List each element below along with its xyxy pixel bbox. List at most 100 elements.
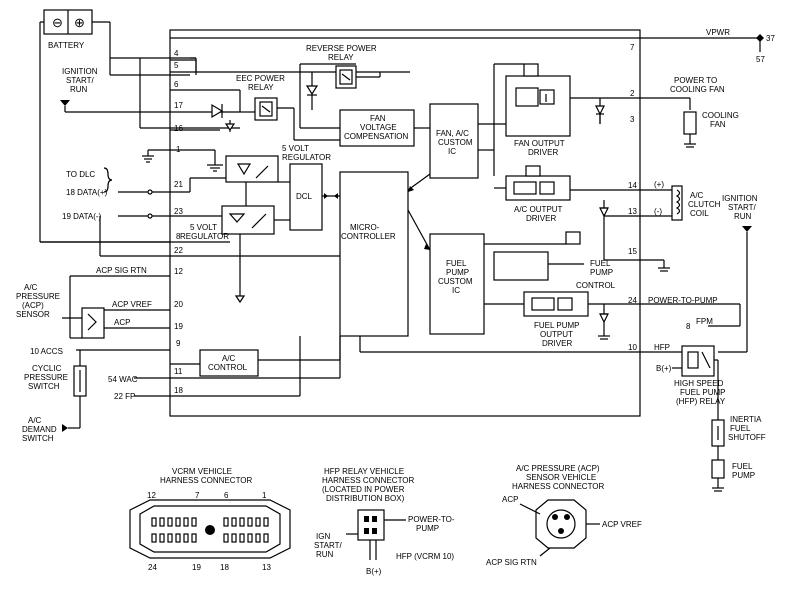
pin-4: 4 (174, 49, 179, 58)
hfpc-power-line1: POWER-TO- (408, 515, 455, 524)
acpc-acp-label: ACP (502, 495, 518, 504)
pin-11: 11 (174, 367, 183, 376)
battery: ⊖ ⊕ BATTERY (43, 9, 93, 50)
fp-control-line2: PUMP (590, 268, 613, 277)
fan-ic-line2: CUSTOM (438, 138, 473, 147)
ac-clutch-coil: A/C CLUTCH COIL (671, 185, 721, 221)
cooling-fan-line1: COOLING (702, 111, 739, 120)
fp-control-line3: CONTROL (576, 281, 616, 290)
acpc-title-line2: SENSOR VEHICLE (526, 473, 596, 482)
data-plus-label: 18 DATA(+) (66, 188, 108, 197)
acp-sensor-line2: PRESSURE (16, 292, 60, 301)
coil-minus: (-) (654, 207, 662, 216)
ground-symbol (142, 150, 154, 163)
hfpc-power-line2: PUMP (416, 524, 439, 533)
vcrm-pin-19: 19 (192, 563, 201, 572)
accs-label: 10 ACCS (30, 347, 63, 356)
hfp-relay-line1: HIGH SPEED (674, 379, 724, 388)
vcrm-pin-1: 1 (262, 491, 267, 500)
vcrm-pin-6: 6 (224, 491, 229, 500)
vcrm-title-line2: HARNESS CONNECTOR (160, 476, 253, 485)
fan-driver-line2: DRIVER (528, 148, 558, 157)
pin-5: 5 (174, 61, 179, 70)
ignition-left: IGNITION START/ RUN (60, 67, 98, 106)
acp-sensor: A/C PRESSURE (ACP) SENSOR (16, 283, 105, 339)
pin-15: 15 (628, 247, 637, 256)
fp-driver-line3: DRIVER (542, 339, 572, 348)
vcrm-pin-24: 24 (148, 563, 157, 572)
inertia-line2: FUEL (730, 424, 751, 433)
ignition-right: IGNITION START/ RUN (722, 194, 758, 232)
inertia-fuel-shutoff: INERTIA FUEL SHUTOFF (711, 415, 766, 447)
fan-ic-line1: FAN, A/C (436, 129, 469, 138)
pin-20: 20 (174, 300, 183, 309)
ac-driver-line2: DRIVER (526, 214, 556, 223)
pin-23: 23 (174, 207, 183, 216)
demand-line1: A/C (28, 416, 42, 425)
hfp-relay-line2: FUEL PUMP (680, 388, 726, 397)
hfpc-ign-line3: RUN (316, 550, 334, 559)
fan-ac-custom-ic: FAN, A/C CUSTOM IC (429, 103, 479, 179)
pin-16: 16 (174, 124, 183, 133)
hfp-relay-line3: (HFP) RELAY (676, 397, 726, 406)
fan-comp-line3: COMPENSATION (344, 132, 409, 141)
acpc-title-line3: HARNESS CONNECTOR (512, 482, 605, 491)
vcrm-title-line1: VCRM VEHICLE (172, 467, 232, 476)
cyclic-line3: SWITCH (28, 382, 60, 391)
hfpc-bplus-label: B(+) (366, 567, 382, 576)
coil-plus: (+) (654, 180, 664, 189)
eec-relay-line1: EEC POWER (236, 74, 285, 83)
acp-sensor-harness-connector: A/C PRESSURE (ACP) SENSOR VEHICLE HARNES… (486, 464, 642, 567)
fan-output-driver: FAN OUTPUT DRIVER (505, 75, 571, 157)
fuel-pump-line2: PUMP (732, 471, 755, 480)
reverse-relay-line2: RELAY (328, 53, 354, 62)
acpc-title-line1: A/C PRESSURE (ACP) (516, 464, 600, 473)
pin-10: 10 (628, 343, 637, 352)
pin-3: 3 (630, 115, 635, 124)
pin-8-right: 8 (686, 322, 691, 331)
fan-voltage-compensation: FAN VOLTAGE COMPENSATION (339, 109, 415, 147)
acp-sensor-line1: A/C (24, 283, 38, 292)
acp-sig-rtn-label: ACP SIG RTN (96, 266, 147, 275)
hfpc-title-line1: HFP RELAY VEHICLE (324, 467, 404, 476)
coil-line1: A/C (690, 191, 704, 200)
eec-power-relay: EEC POWER RELAY (236, 74, 285, 121)
pin-17: 17 (174, 101, 183, 110)
fp-control-line1: FUEL (590, 259, 611, 268)
ignition-left-line2: START/ (66, 76, 94, 85)
five-volt-regulator-bottom: 5 VOLT REGULATOR (180, 205, 275, 241)
fan-comp-line1: FAN (370, 114, 386, 123)
ac-control-line1: A/C (222, 354, 236, 363)
hfpc-ign-line1: IGN (316, 532, 330, 541)
acpc-vref-label: ACP VREF (602, 520, 642, 529)
vcrm-pin-13: 13 (262, 563, 271, 572)
ac-output-driver: A/C OUTPUT DRIVER (505, 175, 571, 223)
acp-vref-label: ACP VREF (112, 300, 152, 309)
ignition-left-line1: IGNITION (62, 67, 98, 76)
ignition-left-line3: RUN (70, 85, 88, 94)
ign-right-line2: START/ (728, 203, 756, 212)
vcrm-pin-12: 12 (147, 491, 156, 500)
vpwr-label: VPWR (706, 28, 730, 37)
wire-57: 57 (756, 55, 765, 64)
ac-control-line2: CONTROL (208, 363, 248, 372)
fuel-ic-line4: IC (452, 286, 460, 295)
hfp-relay: B(+) HIGH SPEED FUEL PUMP (HFP) RELAY (656, 345, 726, 406)
acp-sensor-line3: (ACP) (22, 301, 44, 310)
pin-21: 21 (174, 180, 183, 189)
fuel-pump-custom-ic: FUEL PUMP CUSTOM IC (429, 233, 485, 335)
cooling-fan-motor: COOLING FAN (683, 111, 739, 135)
ac-control: A/C CONTROL (199, 349, 259, 377)
battery-label: BATTERY (48, 41, 85, 50)
hfpc-ign-line2: START/ (314, 541, 342, 550)
pin-9: 9 (176, 339, 181, 348)
hfpc-title-line4: DISTRIBUTION BOX) (326, 494, 405, 503)
pin-2: 2 (630, 89, 635, 98)
pin-22: 22 (174, 246, 183, 255)
vcrm-pin-18: 18 (220, 563, 229, 572)
cooling-fan-line2: FAN (710, 120, 726, 129)
hfpc-hfp-label: HFP (VCRM 10) (396, 552, 454, 561)
power-fan-line1: POWER TO (674, 76, 717, 85)
hfpc-title-line2: HARNESS CONNECTOR (322, 476, 415, 485)
